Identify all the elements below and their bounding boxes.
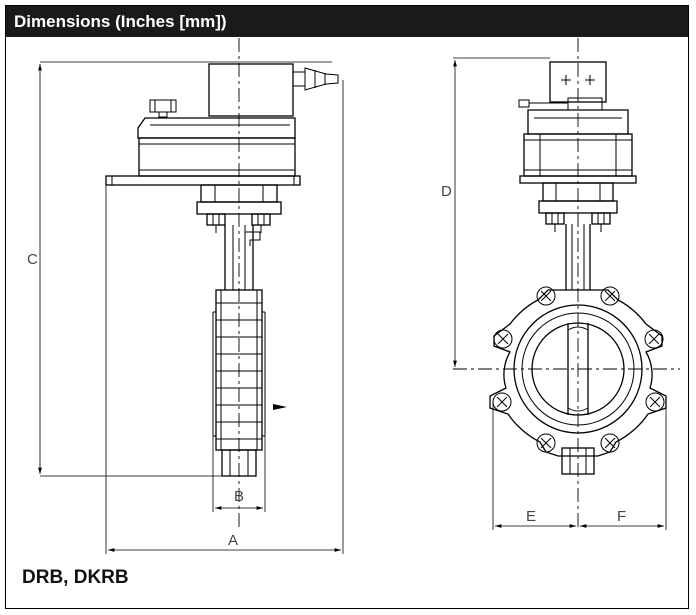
- panel-title: Dimensions (Inches [mm]): [6, 6, 688, 37]
- dim-label-f: F: [617, 508, 626, 525]
- dimensions-panel: Dimensions (Inches [mm]): [5, 5, 689, 609]
- model-label: DRB, DKRB: [22, 567, 129, 588]
- dim-label-e: E: [526, 508, 536, 525]
- dim-label-a: A: [228, 532, 238, 549]
- dim-label-d: D: [441, 183, 452, 200]
- side-view: C B A: [27, 38, 344, 554]
- front-view: D E F: [441, 38, 680, 530]
- dim-label-c: C: [27, 251, 38, 268]
- dim-label-b: B: [234, 488, 244, 505]
